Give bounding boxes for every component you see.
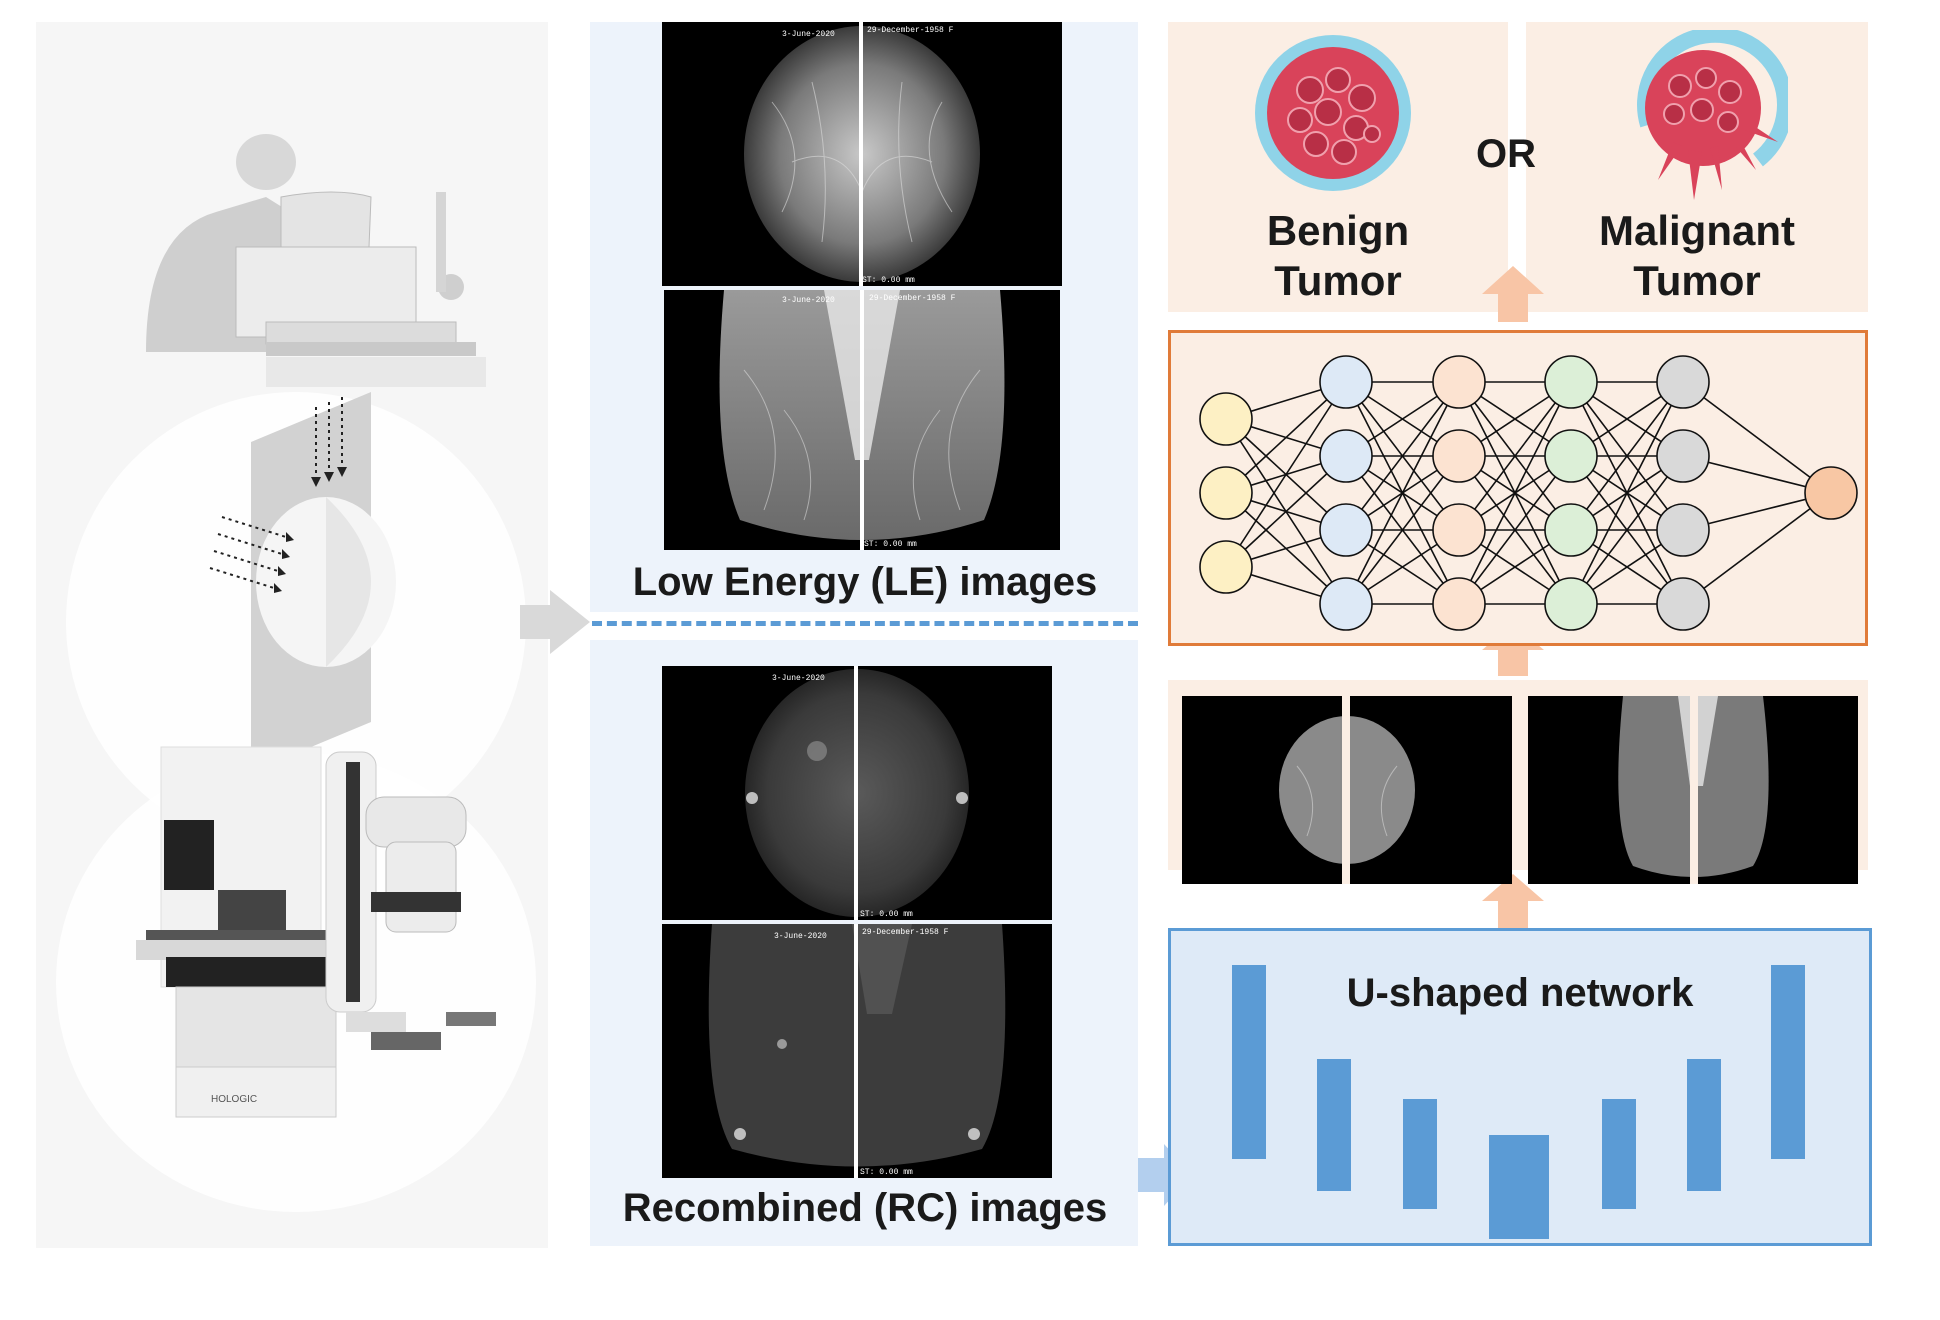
nn-node-layer-3 [1432,577,1486,631]
benign-label-line1: Benign [1266,207,1410,254]
mammography-machine-illustration: HOLOGIC [136,746,496,1118]
unet-bar-1 [1232,965,1266,1159]
nn-node-layer-6 [1804,466,1858,520]
nn-connection [1570,381,1684,531]
acquisition-panel: HOLOGIC [36,22,548,1248]
nn-node-layer-3 [1432,503,1486,557]
nn-node-layer-4 [1544,577,1598,631]
arrow-rc-to-unet [1138,1144,1192,1206]
nn-node-layer-1 [1199,540,1253,594]
le-mlo-st: ST: 0.00 mm [864,540,917,549]
le-cc-dob: 29-December-1958 F [867,26,954,35]
rc-images-caption: Recombined (RC) images [622,1186,1108,1230]
nn-node-layer-2 [1319,429,1373,483]
rc-mlo-date: 3-June-2020 [774,932,827,941]
nn-node-layer-1 [1199,392,1253,446]
nn-node-layer-4 [1544,503,1598,557]
le-mlo-dob: 29-December-1958 F [869,294,956,303]
nn-connection [1570,381,1684,605]
nn-connection [1345,455,1460,605]
unet-bar-5 [1602,1099,1636,1209]
nn-node-layer-5 [1656,355,1710,409]
nn-connection [1682,492,1832,605]
unet-bar-3 [1403,1099,1437,1209]
malignant-label-line2: Tumor [1633,257,1761,304]
nn-node-layer-2 [1319,355,1373,409]
le-cc-st: ST: 0.00 mm [862,276,915,285]
unet-title: U-shaped network [1346,971,1694,1015]
arrow-acquisition-to-images [520,590,590,654]
rc-cc-mammogram: 3-June-2020 ST: 0.00 mm [662,666,1052,920]
unet-bars [1232,965,1805,1239]
rc-mlo-dob: 29-December-1958 F [862,928,949,937]
nn-connection [1458,381,1572,531]
rc-cc-st: ST: 0.00 mm [860,910,913,919]
xray-detector-illustration [209,392,396,772]
nn-node-layer-3 [1432,429,1486,483]
nn-node-layer-3 [1432,355,1486,409]
unet-bar-2 [1317,1059,1351,1191]
nn-node-layer-2 [1319,577,1373,631]
nn-connection [1345,381,1460,605]
nn-connection [1225,381,1347,494]
nn-connection [1225,455,1347,568]
unet-bar-7 [1771,965,1805,1159]
nn-connection [1570,455,1684,605]
nn-node-layer-1 [1199,466,1253,520]
nn-connection [1458,381,1572,605]
segmented-cc-image [1182,696,1512,884]
unet-bar-6 [1687,1059,1721,1191]
segmented-mlo-image [1528,696,1858,884]
acquisition-illustration: HOLOGIC [56,134,536,1212]
neural-network-diagram [1199,355,1858,631]
nn-node-layer-5 [1656,503,1710,557]
neural-network-box [1168,330,1868,646]
arrow-nn-to-result [1482,266,1544,322]
benign-tumor-icon [1255,35,1411,191]
hologic-logo: HOLOGIC [211,1094,257,1105]
nn-node-layer-4 [1544,355,1598,409]
le-cc-mammogram: 3-June-2020 29-December-1958 F ST: 0.00 … [662,22,1062,286]
nn-node-layer-5 [1656,429,1710,483]
nn-connection [1225,381,1347,568]
nn-node-layer-2 [1319,503,1373,557]
rc-cc-date: 3-June-2020 [772,674,825,683]
nn-connection [1345,381,1460,531]
le-cc-date: 3-June-2020 [782,30,835,39]
unet-box: U-shaped network [1168,928,1872,1246]
arrow-unet-to-features [1482,874,1544,928]
le-mlo-mammogram: 3-June-2020 29-December-1958 F ST: 0.00 … [664,290,1060,550]
patient-illustration [146,134,486,387]
unet-bar-4 [1489,1135,1549,1239]
le-images-caption: Low Energy (LE) images [632,560,1098,604]
or-label: OR [1476,132,1536,176]
nn-node-layer-5 [1656,577,1710,631]
nn-connection [1458,455,1572,605]
le-rc-divider [592,621,1138,626]
le-mlo-date: 3-June-2020 [782,296,835,305]
rc-mlo-mammogram: 3-June-2020 29-December-1958 F ST: 0.00 … [662,924,1052,1178]
malignant-tumor-icon [1637,30,1788,200]
nn-connection [1682,381,1832,494]
malignant-label-line1: Malignant [1599,207,1795,254]
benign-label-line2: Tumor [1274,257,1402,304]
rc-mlo-st: ST: 0.00 mm [860,1168,913,1177]
nn-node-layer-4 [1544,429,1598,483]
